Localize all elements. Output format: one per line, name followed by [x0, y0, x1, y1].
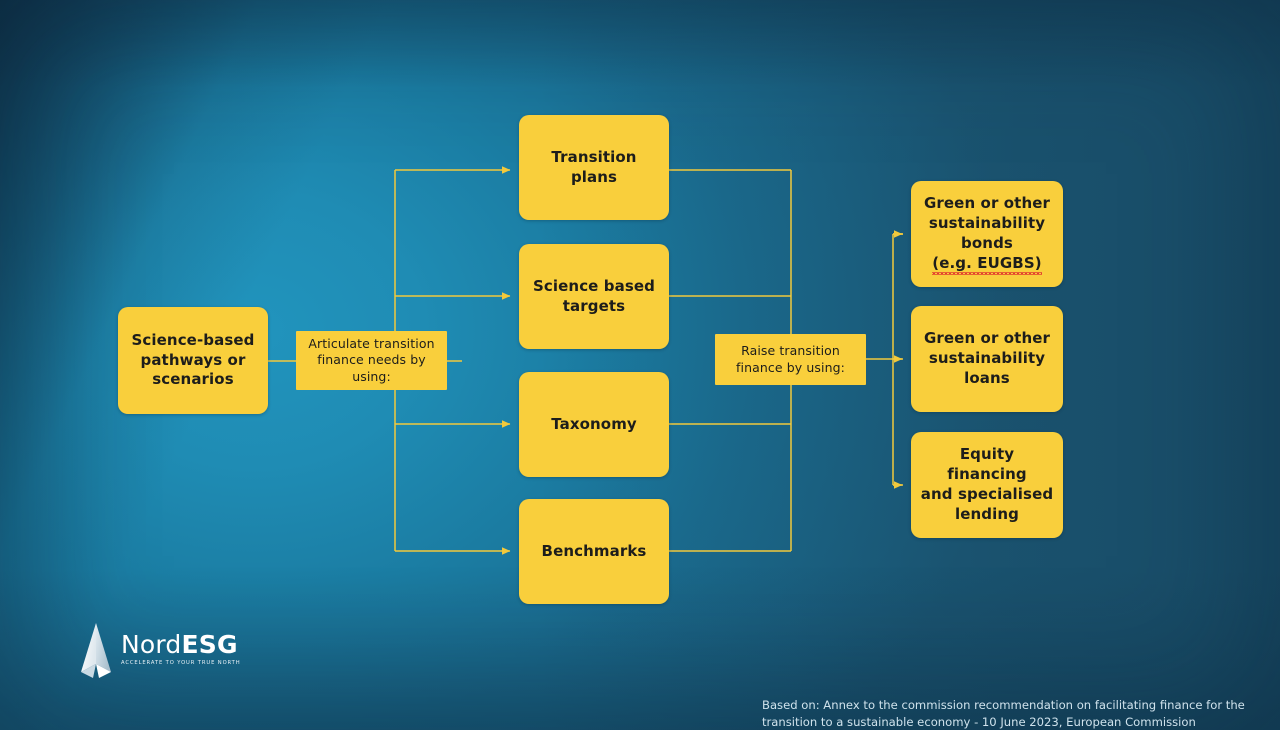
logo-wordmark: NordESG [121, 630, 238, 659]
logo-tagline: ACCELERATE TO YOUR TRUE NORTH [121, 660, 241, 666]
node-transition-plans[interactable]: Transition plans [519, 115, 669, 220]
source-caption: Based on: Annex to the commission recomm… [762, 697, 1245, 730]
nordesg-logo: NordESG ACCELERATE TO YOUR TRUE NORTH [74, 618, 244, 680]
spellcheck-underlined-text: (e.g. EUGBS) [932, 253, 1042, 272]
caption-line-1: Based on: Annex to the commission recomm… [762, 698, 1245, 712]
node-taxonomy[interactable]: Taxonomy [519, 372, 669, 477]
node-label: Transition plans [551, 147, 637, 186]
node-benchmarks[interactable]: Benchmarks [519, 499, 669, 604]
node-label: Benchmarks [541, 541, 647, 560]
caption-line-2: transition to a sustainable economy - 10… [762, 714, 1196, 729]
compass-needle-icon [81, 623, 111, 678]
node-label: Taxonomy [551, 414, 637, 433]
